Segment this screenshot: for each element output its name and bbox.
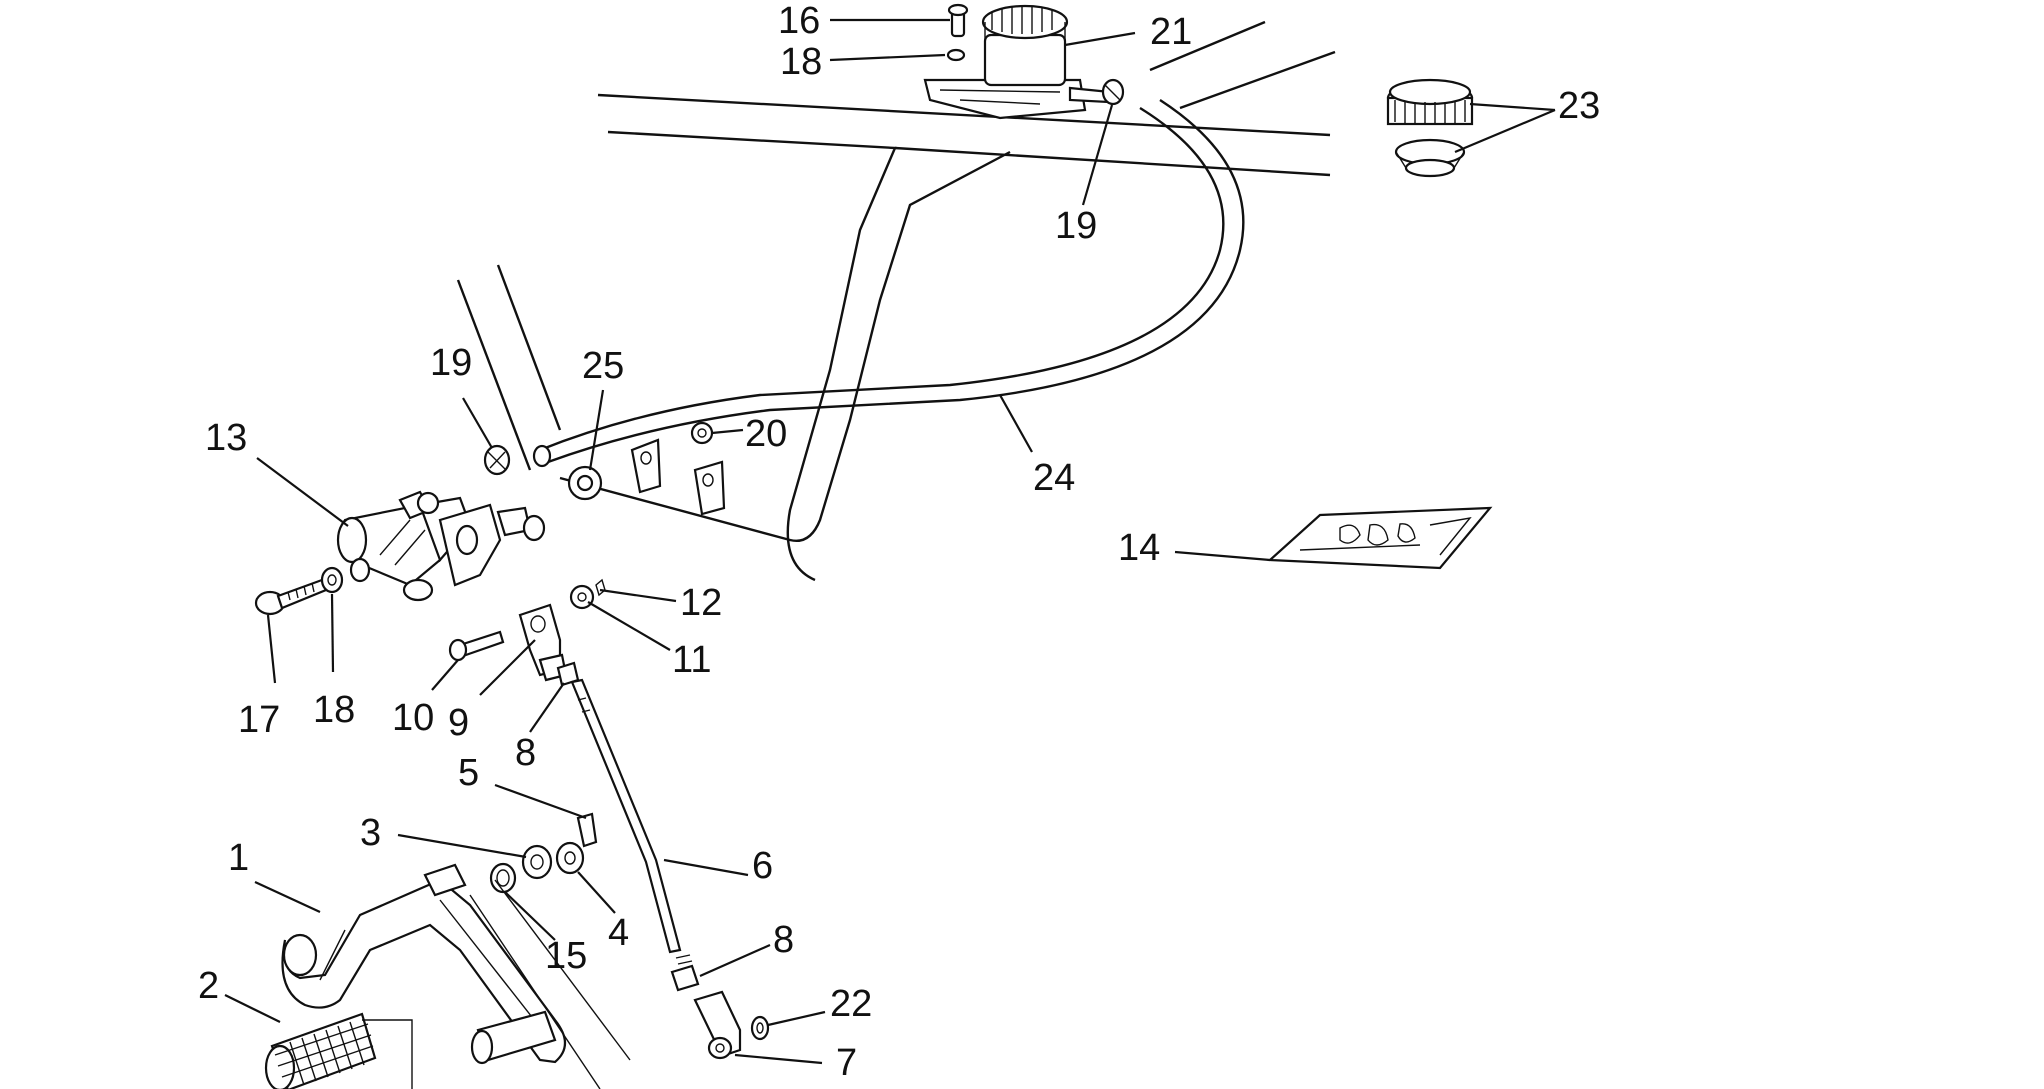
frame-bracket-right (693, 460, 726, 516)
label-5: 5 (458, 752, 479, 794)
reservoir-washer-18 (946, 48, 966, 62)
washer-4 (555, 841, 585, 875)
spacer-25 (567, 465, 603, 501)
pedal-rubber-2 (264, 1012, 413, 1089)
leader-lines (224, 18, 1556, 1065)
label-21: 21 (1150, 11, 1192, 53)
split-pin-12 (595, 578, 606, 597)
clevis-pin-10 (448, 630, 505, 662)
washer-near-cylinder (349, 557, 371, 583)
label-7: 7 (836, 1042, 857, 1084)
pushrod-6 (570, 678, 682, 954)
label-14: 14 (1118, 527, 1160, 569)
washer-18-lower (320, 566, 344, 594)
label-19-lower: 19 (430, 342, 472, 384)
label-25: 25 (582, 345, 624, 387)
label-8-upper: 8 (515, 732, 536, 774)
label-17: 17 (238, 699, 280, 741)
label-10: 10 (392, 697, 434, 739)
label-18-top: 18 (780, 41, 822, 83)
part-labels: 16 18 21 23 19 19 25 20 13 24 14 12 11 1… (198, 0, 1600, 1084)
label-22: 22 (830, 983, 872, 1025)
label-2: 2 (198, 965, 219, 1007)
reservoir-cap-23 (1386, 78, 1474, 178)
label-1: 1 (228, 837, 249, 879)
label-23: 23 (1558, 85, 1600, 127)
clip-11 (569, 584, 595, 610)
label-3: 3 (360, 812, 381, 854)
label-24: 24 (1033, 457, 1075, 499)
label-16: 16 (778, 0, 820, 42)
label-4: 4 (608, 912, 629, 954)
lock-nut-8-lower (670, 954, 700, 992)
bolt-17 (254, 578, 328, 616)
label-8-lower: 8 (773, 919, 794, 961)
clip-22 (750, 1015, 770, 1041)
brake-fitting-nut (416, 491, 440, 515)
label-6: 6 (752, 845, 773, 887)
label-9: 9 (448, 702, 469, 744)
nut-20 (690, 421, 714, 445)
label-15: 15 (545, 935, 587, 977)
label-12: 12 (680, 582, 722, 624)
label-13: 13 (205, 417, 247, 459)
brake-fluid-reservoir (923, 4, 1112, 120)
label-19-top: 19 (1055, 205, 1097, 247)
master-cylinder-13 (336, 490, 546, 602)
spring-5 (576, 812, 598, 848)
frame-tubes (456, 20, 1336, 582)
clevis-7 (693, 990, 742, 1060)
hose-clamp-19-lower (483, 444, 511, 476)
label-20: 20 (745, 413, 787, 455)
hose-clamp-19-top (1101, 78, 1125, 106)
hose-24 (532, 98, 1245, 468)
reservoir-bolt-16 (947, 3, 969, 38)
label-11: 11 (672, 639, 711, 681)
pedal-link-lines (469, 879, 631, 1089)
brake-pedal-1 (281, 863, 567, 1065)
clevis-9 (518, 603, 568, 682)
frame-bracket-left (630, 438, 662, 494)
label-18-lower: 18 (313, 689, 355, 731)
adhesive-pad-14 (1267, 506, 1493, 570)
o-ring-15 (489, 862, 517, 894)
washer-3 (521, 844, 553, 880)
